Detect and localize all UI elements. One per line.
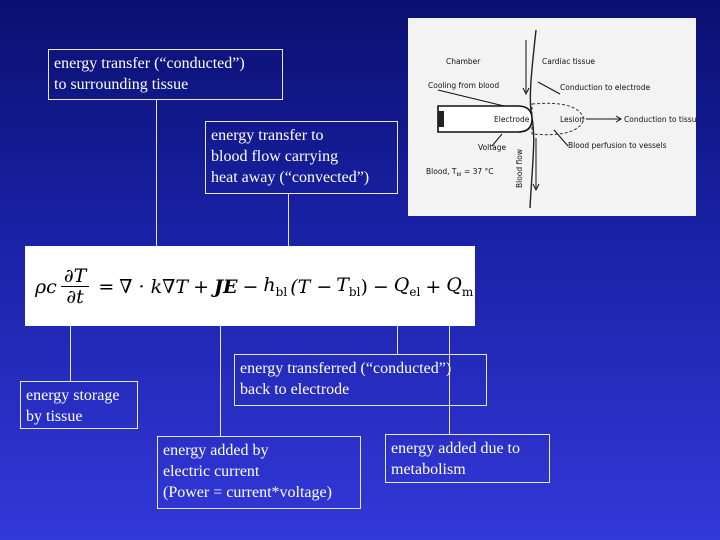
connector-convected — [288, 194, 289, 246]
fig-blood-perfusion: Blood perfusion to vessels — [568, 141, 667, 150]
eq-paren-close: ) — [360, 275, 368, 298]
eq-T-sub: bl — [348, 285, 361, 299]
eq-h: h — [263, 274, 276, 296]
ablation-diagram: Chamber Cardiac tissue Cooling from bloo… — [408, 18, 696, 216]
fig-blood-flow: Blood flow — [515, 149, 524, 188]
eq-paren-open: (T − — [290, 275, 333, 298]
label-metabolism: energy added due to metabolism — [385, 434, 550, 483]
eq-Q: Q — [393, 274, 410, 296]
bioheat-equation: ρc ∂T ∂t = ∇ · k∇T + JE − hbl (T − Tbl )… — [35, 266, 473, 307]
eq-dT: ∂T — [60, 266, 90, 287]
electrode-handle — [438, 111, 444, 127]
fig-electrode: Electrode — [494, 115, 530, 124]
eq-equals: = — [98, 275, 115, 298]
fig-conduction-to-tissue: Conduction to tissue — [624, 115, 696, 124]
fig-lesion: Lesion — [560, 115, 584, 124]
eq-Q-m: Qm — [446, 274, 473, 299]
fig-blood-temp-sub: bl — [457, 172, 462, 178]
eq-plus-1: + — [193, 275, 209, 298]
eq-dt: ∂t — [66, 286, 84, 308]
eq-Q2: Q — [446, 274, 462, 296]
connector-conducted-tissue — [156, 100, 157, 246]
connector-electric — [220, 326, 221, 436]
eq-divergence-term: ∇ · k∇T — [119, 275, 189, 298]
label-conducted-electrode: energy transferred (“conducted”) back to… — [234, 354, 487, 406]
fig-voltage: Voltage — [478, 143, 507, 152]
eq-minus-2: − — [372, 275, 389, 298]
bioheat-equation-panel: ρc ∂T ∂t = ∇ · k∇T + JE − hbl (T − Tbl )… — [25, 246, 475, 326]
eq-T-bl: Tbl — [336, 274, 360, 299]
eq-Q-el: Qel — [394, 274, 421, 299]
eq-plus-2: + — [425, 275, 442, 298]
eq-minus-1: − — [242, 275, 259, 298]
fig-conduction-to-electrode: Conduction to electrode — [560, 83, 651, 92]
fig-chamber: Chamber — [446, 57, 481, 66]
eq-Q-el-sub: el — [409, 285, 421, 299]
fig-cardiac-tissue: Cardiac tissue — [542, 57, 595, 66]
fig-blood-temp-value: = 37 °C — [462, 167, 494, 176]
fig-blood-temperature: Blood, Tbl = 37 °C — [426, 167, 494, 178]
heat-arrows — [437, 40, 622, 192]
lesion-shape — [531, 102, 585, 136]
eq-joule-term: JE — [214, 275, 238, 298]
eq-h-sub: bl — [275, 285, 288, 299]
connector-metabolism — [449, 326, 450, 434]
eq-time-derivative: ∂T ∂t — [60, 266, 90, 308]
label-electric: energy added by electric current (Power … — [157, 436, 361, 509]
fig-cooling-from-blood: Cooling from blood — [428, 81, 499, 90]
ablation-diagram-svg: Chamber Cardiac tissue Cooling from bloo… — [426, 29, 696, 209]
eq-Q-m-sub: m — [461, 285, 474, 299]
label-convected: energy transfer to blood flow carrying h… — [205, 121, 398, 194]
fig-blood-temp-label: Blood, T — [426, 167, 457, 176]
eq-rho-c: ρc — [35, 275, 57, 298]
eq-T: T — [336, 274, 349, 296]
label-conducted-tissue: energy transfer (“conducted”) to surroun… — [48, 49, 283, 100]
eq-h-bl: hbl — [263, 274, 287, 299]
label-storage: energy storage by tissue — [20, 381, 138, 429]
connector-storage — [70, 326, 71, 381]
connector-conducted-electrode — [397, 326, 398, 354]
